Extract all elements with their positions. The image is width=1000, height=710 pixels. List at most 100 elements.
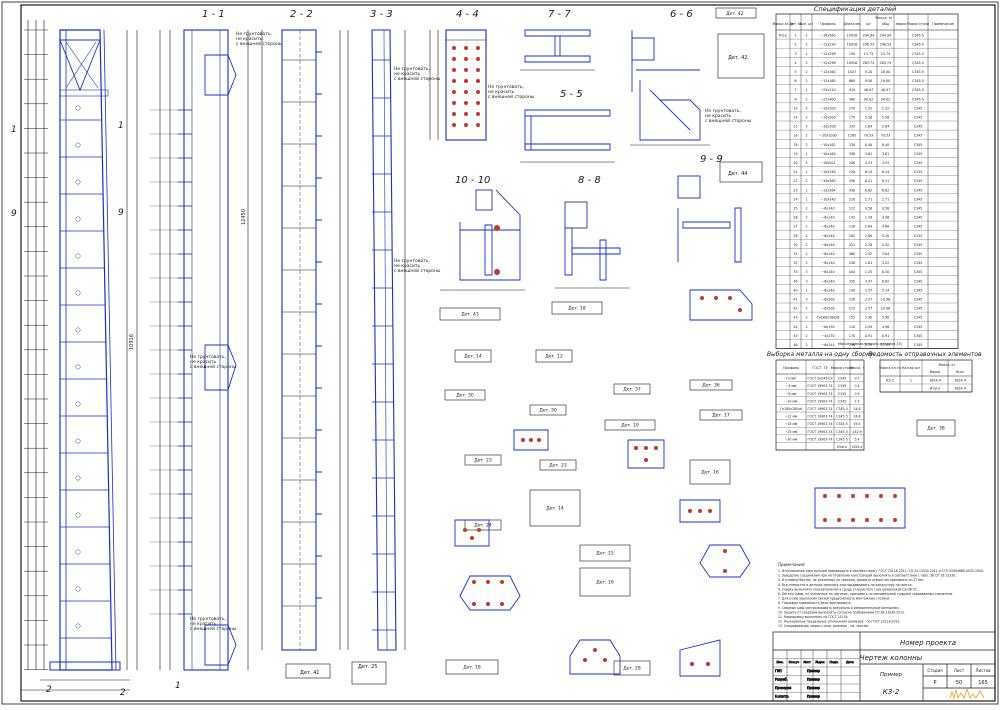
section-2-2: Дет. 41 [261, 29, 341, 679]
detail-label: Дет. 24 [474, 523, 492, 529]
bolt-hole [698, 509, 702, 513]
weld-cell: С345-5 [836, 437, 848, 441]
part-callout [75, 364, 81, 370]
note-line: 10. Защиту от коррозии выполнять согласн… [778, 610, 905, 614]
tb-name: Пример [807, 669, 820, 673]
note-line: 5. Сварку выполнять полуавтоматом в сред… [778, 587, 919, 591]
bolt-hole [452, 79, 456, 83]
part-callout [75, 142, 81, 148]
detail-label: Дет. 12 [545, 354, 563, 360]
part-callout [75, 623, 81, 629]
weld-cell: ГОСТ 30245-03 [808, 377, 833, 381]
spec-cell: 2 [805, 61, 807, 65]
spec-cell: 2 [794, 43, 796, 47]
weld-cell: 1624.4 [851, 445, 862, 449]
gusset-plate [454, 519, 490, 547]
spec-cell: 3.61 [882, 152, 889, 156]
detail-plate [579, 567, 631, 597]
spec-cell: 182 [849, 234, 855, 238]
spec-cell: 4.98 [882, 325, 889, 329]
spec-cell: 110 [849, 325, 855, 329]
section-7-7 [520, 29, 595, 71]
spec-cell: 23 [793, 188, 797, 192]
bolt-hole [723, 569, 727, 573]
spec-cell: Гн180х180х6 [817, 316, 840, 320]
bolt-hole [452, 57, 456, 61]
weld-cell: С345 [838, 384, 846, 388]
spec-cell: 2.84 [865, 225, 872, 229]
spec-cell: 14 [793, 116, 797, 120]
spec-cell: С345-5 [912, 34, 924, 38]
spec-cell: 44 [793, 325, 797, 329]
detail-label: Дет. 19 [621, 423, 639, 429]
spec-cell: ~25х110 [820, 88, 835, 92]
svg-text:12450: 12450 [241, 209, 247, 225]
weld-cell: 142.9 [852, 430, 861, 434]
spec-cell: 21 [793, 170, 797, 174]
spec-cell: 155 [849, 316, 855, 320]
spec-cell: С345 [914, 143, 923, 147]
tb-role: ГИП [775, 669, 782, 673]
bolt-hole [728, 296, 732, 300]
spec-cell: 6.14 [865, 170, 872, 174]
bolt-hole [654, 446, 658, 450]
spec-cell: ~10х200 [820, 116, 835, 120]
tb-header: Изм. [776, 660, 783, 664]
spec-cell: 1265 [848, 134, 856, 138]
detail-label: Дет. 16 [701, 470, 719, 476]
detail-label: Дет. 30 [539, 408, 557, 414]
spec-cell: С345 [914, 316, 923, 320]
weld-cell: С345 [838, 392, 846, 396]
spec-cell: 15.74 [864, 52, 873, 56]
spec-cell: 1.52 [882, 106, 889, 110]
spec-cell: ~6х140 [821, 270, 834, 274]
part-callout [75, 475, 81, 481]
spec-cell: 1 [805, 170, 807, 174]
bolt-hole [837, 518, 841, 522]
tb-header: №док [816, 660, 825, 664]
spec-cell: С345 [914, 106, 923, 110]
detail-plate [604, 419, 656, 431]
detail-plate [439, 307, 501, 321]
svg-text:Дет. 42: Дет. 42 [726, 11, 744, 17]
tb-stage-hdr: Стадия [927, 668, 943, 673]
spec-cell: 45 [793, 334, 797, 338]
spec-cell: 421 [849, 243, 855, 247]
spec-cell: 294.94 [880, 34, 892, 38]
elements-header: Кол-во шт [902, 366, 920, 370]
spec-cell: 298.53 [863, 43, 875, 47]
tb-drawing: Чертеж колонны [860, 654, 923, 662]
spec-cell: 10916 [847, 61, 858, 65]
spec-cell: 42 [793, 307, 797, 311]
part-callout [75, 586, 81, 592]
tb-role: Проверил [775, 686, 791, 690]
spec-cell: 380 [849, 97, 855, 101]
spec-cell: 8.40 [882, 143, 889, 147]
spec-cell: 6.82 [882, 279, 889, 283]
detail-label: Дет. 37 [623, 387, 641, 393]
weld-cell: ~4 мм [786, 384, 797, 388]
elements-title: Ведомость отправочных элементов [868, 351, 982, 358]
spec-cell: 1.61 [865, 261, 872, 265]
spec-cell: 208 [849, 161, 855, 165]
bolt-hole [452, 101, 456, 105]
section-6-6: Дет. 42 Дет. 42 [631, 7, 765, 92]
spec-cell: ~10х109 [820, 106, 835, 110]
spec-header: Кол. шт [800, 22, 814, 26]
note-line: 6. Катеты швов, не указанные на чертеже,… [778, 592, 953, 596]
section-10-10 [440, 189, 525, 291]
weld-cell: 0.1 [854, 377, 859, 381]
bolt-hole [476, 57, 480, 61]
spec-cell: 298.53 [880, 43, 892, 47]
spec-cell: ~25х400 [820, 97, 835, 101]
spec-cell: 283.74 [880, 61, 892, 65]
spec-cell: 16 [793, 134, 797, 138]
spec-cell: ~12х160 [820, 79, 835, 83]
spec-cell: 3 [805, 279, 807, 283]
bolt-hole [603, 658, 607, 662]
gusset-plate [814, 487, 906, 529]
